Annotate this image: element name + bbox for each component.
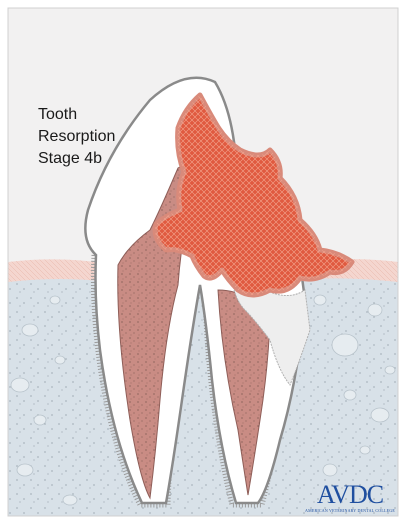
- title-line-3: Stage 4b: [38, 148, 115, 170]
- title-line-1: Tooth: [38, 104, 115, 126]
- diagram-title: Tooth Resorption Stage 4b: [38, 104, 115, 170]
- logo-mark: AVDC: [300, 482, 400, 508]
- logo-subtitle: AMERICAN VETERINARY DENTAL COLLEGE: [300, 508, 400, 513]
- title-line-2: Resorption: [38, 126, 115, 148]
- avdc-logo: AVDC AMERICAN VETERINARY DENTAL COLLEGE: [300, 482, 400, 513]
